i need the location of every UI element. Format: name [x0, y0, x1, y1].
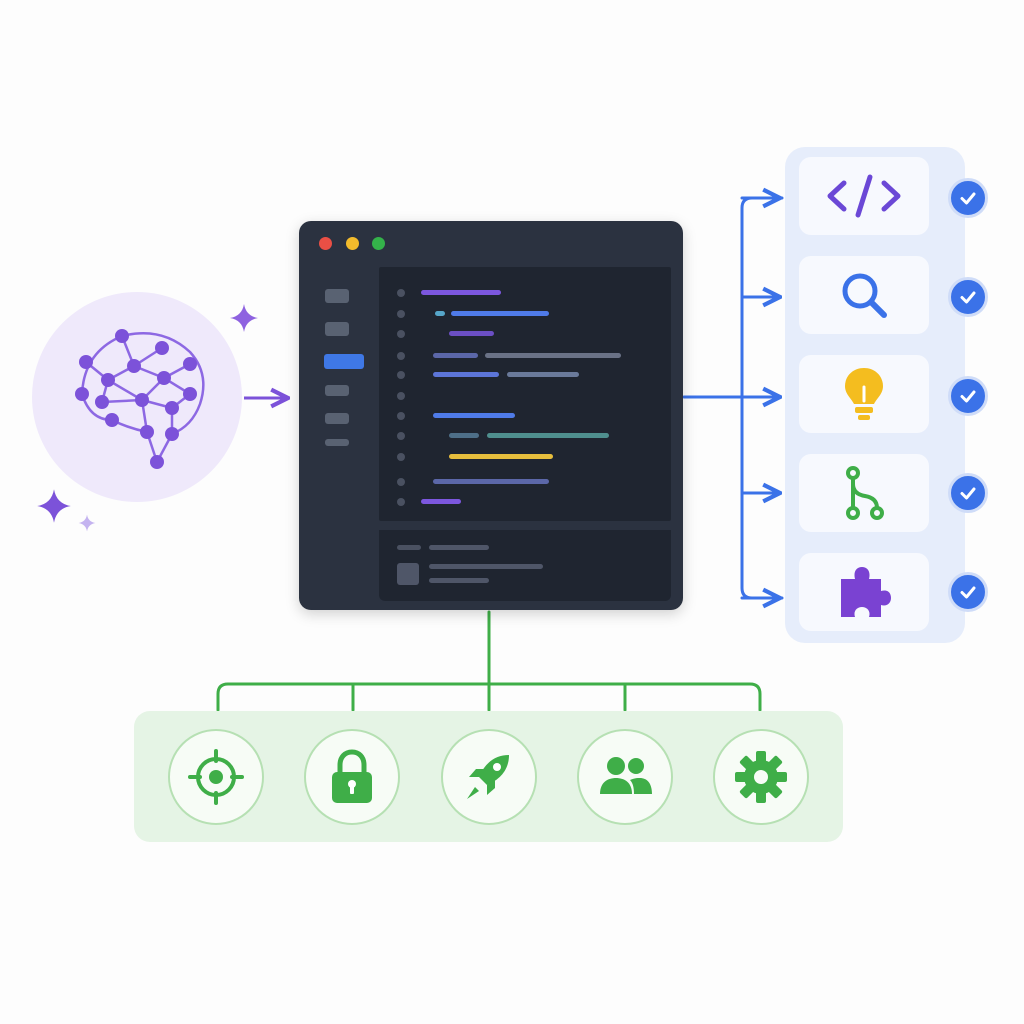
active-file-tab[interactable]: [324, 354, 364, 369]
feature-target[interactable]: [168, 729, 264, 825]
folder-icon[interactable]: [325, 322, 349, 336]
sparkle-icon: [37, 489, 71, 523]
gear-icon: [735, 751, 787, 803]
git-tool-card[interactable]: [799, 454, 929, 532]
feature-launch[interactable]: [441, 729, 537, 825]
users-icon: [600, 757, 652, 794]
search-icon: [842, 273, 887, 318]
feature-security[interactable]: [304, 729, 400, 825]
editor-to-features-branches: [216, 610, 762, 712]
check-icon: [948, 376, 988, 416]
features-panel: [134, 711, 843, 842]
editor-to-tools-branches: [682, 198, 784, 598]
check-icon: [948, 277, 988, 317]
feature-settings[interactable]: [713, 729, 809, 825]
code-tool-card[interactable]: [799, 157, 929, 235]
minimize-window-button[interactable]: [346, 237, 359, 250]
lightbulb-icon: [845, 368, 883, 420]
idea-tool-card[interactable]: [799, 355, 929, 433]
maximize-window-button[interactable]: [372, 237, 385, 250]
file-icon[interactable]: [325, 439, 349, 446]
search-tool-card[interactable]: [799, 256, 929, 334]
folder-icon[interactable]: [325, 413, 349, 424]
code-editor-window: [299, 221, 683, 610]
close-window-button[interactable]: [319, 237, 332, 250]
folder-icon[interactable]: [325, 385, 349, 396]
check-icon: [948, 572, 988, 612]
folder-icon[interactable]: [325, 289, 349, 303]
lock-icon: [332, 749, 372, 803]
rocket-icon: [467, 755, 509, 799]
plugin-tool-card[interactable]: [799, 553, 929, 631]
terminal-pane[interactable]: [379, 530, 671, 601]
feature-team[interactable]: [577, 729, 673, 825]
puzzle-piece-icon: [841, 567, 891, 617]
sparkle-icon: [230, 304, 258, 332]
git-branch-icon: [846, 466, 884, 520]
code-brackets-icon: [827, 174, 901, 218]
check-icon: [948, 178, 988, 218]
sparkle-icon: [78, 514, 96, 532]
check-icon: [948, 473, 988, 513]
brain-network-icon: [75, 329, 205, 469]
target-icon: [188, 749, 244, 805]
code-pane[interactable]: [379, 267, 671, 521]
tools-panel: [785, 147, 988, 643]
